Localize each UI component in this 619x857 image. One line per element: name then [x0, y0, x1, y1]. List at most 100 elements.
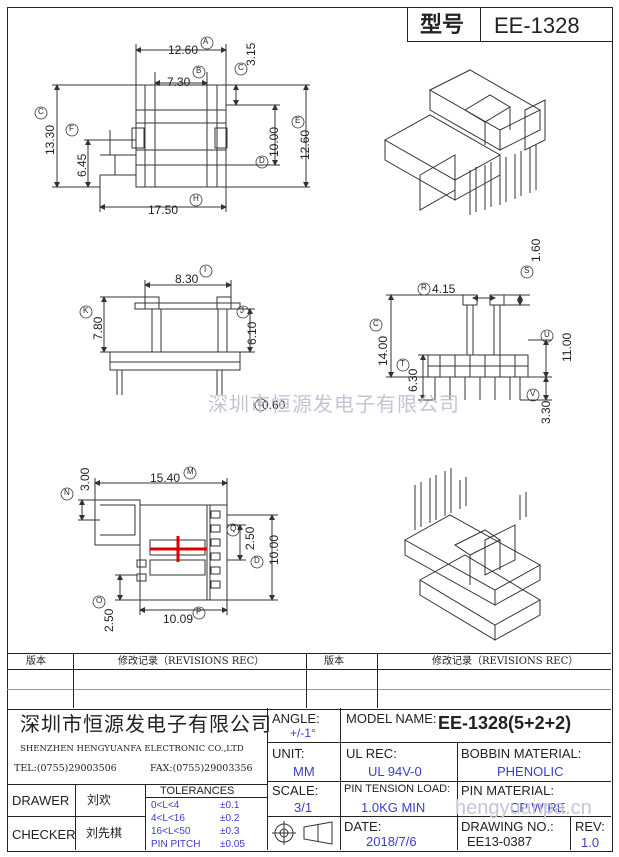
marker-b: B [196, 66, 202, 75]
tb-tol-header-line [145, 797, 267, 798]
ul-value: UL 94V-0 [368, 764, 422, 779]
rev-label: REV: [575, 819, 605, 834]
tol-value-0: ±0.1 [220, 800, 240, 811]
pin-material-value: CP WIRE [510, 800, 566, 815]
company-name-en: SHENZHEN HENGYUANFA ELECTRONIC CO.,LTD [20, 744, 244, 754]
marker-p: P [196, 607, 202, 616]
watermark-bottom: hengyuanpa.cn [455, 797, 592, 819]
marker-k: K [83, 306, 89, 315]
marker-n: N [64, 488, 70, 497]
tb-col-tol [145, 784, 146, 850]
dim-j: 6.10 [245, 321, 259, 345]
marker-s: S [524, 266, 530, 275]
projection-symbol-icon [272, 821, 333, 845]
dim-s: 1.60 [529, 238, 543, 262]
tb-row-1 [267, 742, 611, 743]
tol-range-3: PIN PITCH [151, 839, 201, 850]
checker-value: 刘先棋 [86, 826, 123, 840]
tb-col-b [340, 708, 341, 850]
checker-label: CHECKER [12, 827, 76, 842]
marker-l: L [258, 399, 263, 408]
rev-record-left: 修改记录（REVISIONS REC） [118, 656, 265, 667]
model-label: 型号 [420, 12, 465, 37]
dim-p: 10.09 [163, 612, 194, 626]
dim-t: 6.30 [406, 368, 420, 392]
dim-b: 7.30 [167, 75, 191, 89]
iso-view-top [383, 69, 546, 215]
bobbin-value: PHENOLIC [497, 764, 564, 779]
tol-range-0: 0<L<4 [151, 800, 180, 811]
dim-r: 4.15 [432, 282, 456, 296]
pin-tension-value: 1.0KG MIN [361, 800, 426, 815]
dim-d4: 10.00 [267, 534, 281, 565]
pin-tension-label: PIN TENSION LOAD: [344, 783, 451, 795]
scale-label: SCALE: [272, 783, 319, 798]
date-label: DATE: [344, 819, 382, 834]
dim-k: 7.80 [91, 316, 105, 340]
company-name-cn: 深圳市恒源发电子有限公司 [20, 714, 272, 736]
marker-q: Q [230, 524, 237, 533]
tol-range-1: 4<L<16 [151, 813, 185, 824]
model-name-label: MODEL NAME: [346, 711, 437, 726]
drawer-label: DRAWER [12, 793, 70, 808]
dim-q: 2.50 [243, 526, 257, 550]
marker-v: V [530, 389, 536, 398]
marker-a: A [203, 37, 209, 46]
rev-version-left: 版本 [26, 656, 46, 667]
dim-n: 3.00 [78, 467, 92, 491]
dim-c-left: 13.30 [43, 124, 57, 155]
dim-f: 6.45 [75, 153, 89, 177]
bobbin-label: BOBBIN MATERIAL: [461, 746, 582, 761]
drawing-no-value: EE13-0387 [467, 834, 533, 849]
tolerances-label: TOLERANCES [160, 785, 235, 797]
tb-row-drawer [7, 816, 145, 817]
marker-m: M [187, 467, 194, 476]
tol-value-1: ±0.2 [220, 813, 240, 824]
unit-value: MM [293, 764, 315, 779]
rev-version-right: 版本 [324, 656, 344, 667]
marker-o: O [96, 596, 103, 605]
dim-h: 17.50 [148, 203, 179, 217]
marker-c3: C [373, 319, 379, 328]
rev-row-line-2 [7, 689, 611, 690]
rev-col-1 [73, 653, 74, 708]
sheet-border [7, 7, 613, 852]
marker-u: U [544, 330, 550, 339]
dim-c-right: 3.15 [244, 42, 258, 66]
model-name-value: EE-1328(5+2+2) [438, 713, 572, 733]
marker-r: R [421, 283, 427, 292]
dim-v: 3.30 [539, 400, 553, 424]
model-header-box [407, 7, 612, 42]
tb-row-3 [267, 816, 611, 817]
marker-c-left: C [38, 107, 44, 116]
model-value: EE-1328 [494, 13, 580, 38]
drawer-value: 刘欢 [87, 793, 112, 807]
company-fax: FAX:(0755)29003356 [150, 763, 253, 774]
tol-range-2: 16<L<50 [151, 826, 191, 837]
marker-f: F [69, 124, 74, 133]
dim-o: 2.50 [102, 608, 116, 632]
marker-c-right: C [238, 63, 244, 72]
marker-d: D [259, 156, 265, 165]
model-header-divider [480, 7, 481, 42]
dim-d: 10.00 [267, 126, 281, 157]
technical-drawing [34, 36, 554, 641]
dim-l: 0.60 [262, 398, 286, 412]
tol-value-3: ±0.05 [220, 839, 245, 850]
dim-m: 15.40 [150, 471, 181, 485]
view2-outline [109, 296, 241, 395]
rev-col-2 [306, 653, 307, 708]
marker-d4: D [254, 556, 260, 565]
dim-c3: 14.00 [376, 335, 390, 366]
tb-row-left [7, 784, 267, 785]
drawing-no-label: DRAWING NO.: [461, 819, 554, 834]
marker-h: H [193, 194, 199, 203]
marker-i: I [204, 265, 207, 274]
dim-a: 12.60 [168, 43, 199, 57]
dim-e: 12.60 [298, 129, 312, 160]
view1-outline [100, 84, 228, 188]
dim-u: 11.00 [560, 332, 574, 362]
marker-j: J [240, 306, 244, 315]
company-tel: TEL:(0755)29003506 [14, 763, 117, 774]
dim-i: 8.30 [175, 272, 199, 286]
